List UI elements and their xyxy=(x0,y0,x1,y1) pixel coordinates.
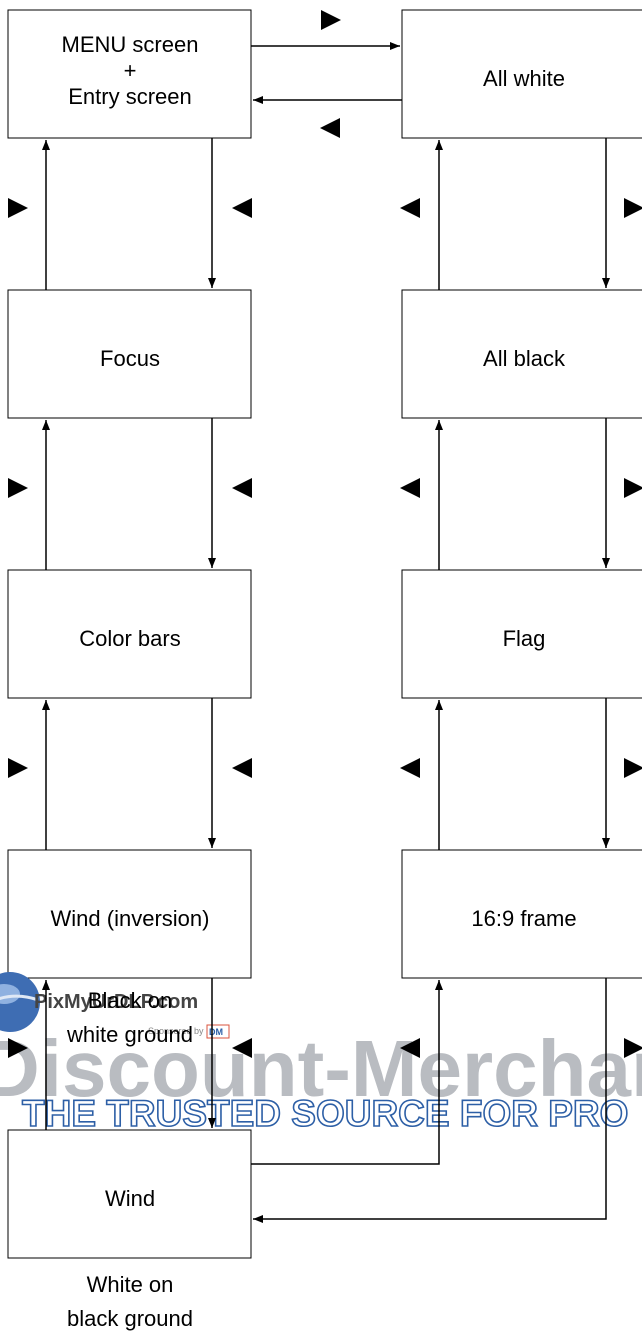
box-wind-inversion: Wind (inversion) xyxy=(7,849,252,979)
box-menu-entry: MENU screen + Entry screen xyxy=(7,9,252,139)
triangle-left-icon xyxy=(400,478,420,498)
triangle-right-icon xyxy=(624,1038,642,1058)
watermark-sponsor-logo: DM xyxy=(209,1027,223,1037)
watermark-brand: Discount-Merchant xyxy=(0,1024,642,1113)
box-all-black-label: All black xyxy=(483,346,566,371)
caption-white-on-black-line2: black ground xyxy=(67,1306,193,1331)
watermark: PixMyUrDLP.com Sponsored by DM Discount-… xyxy=(0,972,642,1135)
triangle-right-icon xyxy=(624,758,642,778)
box-menu-line3: Entry screen xyxy=(68,84,192,109)
box-menu-line1: MENU screen xyxy=(62,32,199,57)
watermark-sponsor: Sponsored by xyxy=(148,1026,204,1036)
box-all-black: All black xyxy=(401,289,642,419)
triangle-left-icon xyxy=(232,478,252,498)
box-flag: Flag xyxy=(401,569,642,699)
triangle-left-icon xyxy=(232,758,252,778)
arrow-16-9-to-wind xyxy=(253,978,607,1223)
triangle-right-icon xyxy=(624,478,642,498)
triangle-right-icon xyxy=(8,198,28,218)
caption-black-on-white: Black on white ground xyxy=(66,988,193,1047)
triangle-right-icon xyxy=(8,478,28,498)
box-16-9-frame-label: 16:9 frame xyxy=(471,906,576,931)
triangle-left-icon xyxy=(232,198,252,218)
triangle-left-icon xyxy=(400,758,420,778)
watermark-site: PixMyUrDLP.com xyxy=(34,991,198,1013)
triangle-right-icon xyxy=(8,758,28,778)
box-flag-label: Flag xyxy=(503,626,546,651)
caption-black-on-white-line1: Black on xyxy=(88,988,172,1013)
box-focus-label: Focus xyxy=(100,346,160,371)
triangle-right-icon xyxy=(624,198,642,218)
key-triangles xyxy=(8,10,642,1058)
box-all-white: All white xyxy=(401,9,642,139)
connectors xyxy=(42,42,610,1223)
box-menu-line2: + xyxy=(124,58,137,83)
box-wind-label: Wind xyxy=(105,1186,155,1211)
caption-white-on-black: White on black ground xyxy=(67,1272,193,1331)
arrow-wind-to-16-9 xyxy=(251,980,443,1165)
triangle-right-icon xyxy=(8,1038,28,1058)
watermark-globe-icon xyxy=(0,972,40,1032)
box-color-bars: Color bars xyxy=(7,569,252,699)
watermark-tagline: THE TRUSTED SOURCE FOR PRO xyxy=(22,1093,628,1134)
triangle-left-icon xyxy=(400,198,420,218)
box-all-white-label: All white xyxy=(483,66,565,91)
box-wind: Wind xyxy=(7,1129,252,1259)
box-16-9-frame: 16:9 frame xyxy=(401,849,642,979)
box-color-bars-label: Color bars xyxy=(79,626,180,651)
box-wind-inversion-label: Wind (inversion) xyxy=(51,906,210,931)
caption-black-on-white-line2: white ground xyxy=(66,1022,193,1047)
caption-white-on-black-line1: White on xyxy=(87,1272,174,1297)
triangle-right-icon xyxy=(321,10,341,30)
triangle-left-icon xyxy=(232,1038,252,1058)
box-focus: Focus xyxy=(7,289,252,419)
triangle-left-icon xyxy=(320,118,340,138)
triangle-left-icon xyxy=(400,1038,420,1058)
